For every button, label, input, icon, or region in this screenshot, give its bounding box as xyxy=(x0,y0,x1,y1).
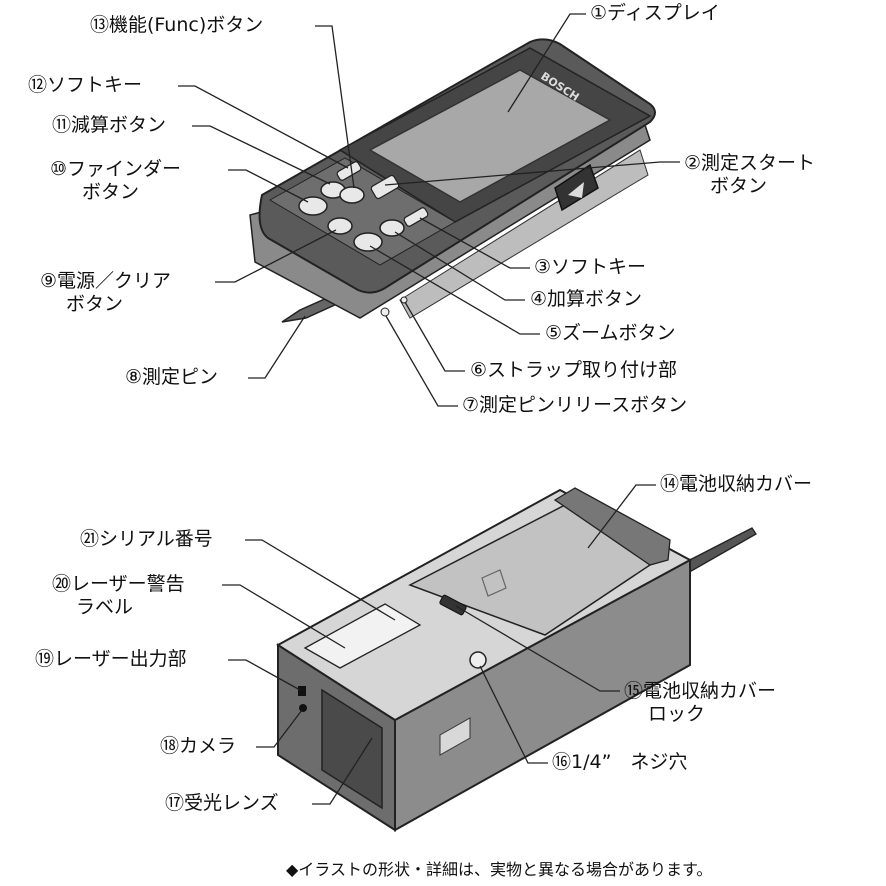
label-screw-hole: ⑯1/4” ネジ穴 xyxy=(552,751,688,773)
top-device: BOSCH xyxy=(249,38,656,323)
leader-minus xyxy=(192,125,331,185)
label-laser-warning-line2: ラベル xyxy=(76,596,134,618)
bottom-device xyxy=(276,487,757,832)
leader-pin-release xyxy=(385,315,458,407)
label-cover-lock-line2: ロック xyxy=(648,703,706,725)
battery-icon xyxy=(481,569,507,597)
leader-lens xyxy=(312,737,373,805)
cover-hinge xyxy=(553,487,671,566)
laser-warning-label-shape xyxy=(303,603,422,669)
keypad-area xyxy=(268,157,456,266)
label-pin-release: ⑦測定ピンリリースボタン xyxy=(462,394,688,416)
leader-zoom xyxy=(369,245,540,335)
label-func-button: ⑬機能(Func)ボタン xyxy=(90,14,264,36)
leader-cover-lock xyxy=(455,605,620,692)
bottom-leader-lines xyxy=(222,484,656,805)
top-leader-lines xyxy=(178,13,680,407)
label-serial-number: ㉑シリアル番号 xyxy=(80,528,213,550)
leader-laser-warning xyxy=(222,584,346,649)
label-camera: ⑱カメラ xyxy=(160,735,237,757)
bottom-pin-shape xyxy=(679,527,757,575)
power-button[interactable] xyxy=(327,217,353,235)
receiving-lens xyxy=(321,688,383,810)
label-start-button: ②測定スタート ボタン xyxy=(684,152,815,198)
label-minus-button: ⑪減算ボタン xyxy=(52,114,167,136)
label-receiving-lens: ⑰受光レンズ xyxy=(165,792,279,814)
leader-strap xyxy=(404,301,465,372)
label-finder-button: ⑩ファインダー ボタン xyxy=(50,158,181,204)
leader-camera xyxy=(256,709,303,748)
label-power-button: ⑨電源／クリア ボタン xyxy=(40,270,171,316)
label-start-line1: ②測定スタート xyxy=(684,152,816,174)
leader-finder xyxy=(228,169,309,203)
zoom-button[interactable] xyxy=(353,232,383,252)
pin-release-button[interactable] xyxy=(380,307,390,317)
label-plus-button: ④加算ボタン xyxy=(530,288,643,310)
label-finder-line1: ⑩ファインダー xyxy=(50,158,182,180)
label-softkey-left: ⑫ソフトキー xyxy=(28,74,143,96)
start-button-arrow-icon xyxy=(568,182,584,198)
leader-power xyxy=(215,229,337,283)
label-display: ①ディスプレイ xyxy=(590,2,720,24)
label-softkey-right: ③ソフトキー xyxy=(534,256,647,278)
label-power-line1: ⑨電源／クリア xyxy=(40,270,172,292)
camera-lens xyxy=(299,704,307,712)
leader-softkey-left xyxy=(178,85,349,169)
func-button[interactable] xyxy=(339,186,365,204)
display-screen xyxy=(368,69,612,203)
label-battery-cover: ⑭電池収納カバー xyxy=(660,473,813,495)
label-power-line2: ボタン xyxy=(66,293,124,315)
label-zoom-button: ⑤ズームボタン xyxy=(545,322,676,344)
plus-button[interactable] xyxy=(379,219,405,237)
side-window xyxy=(439,717,471,756)
label-strap-mount: ⑥ストラップ取り付け部 xyxy=(470,359,678,381)
leader-serial xyxy=(245,539,396,621)
disclaimer-note: ◆イラストの形状・詳細は、実物と異なる場合があります。 xyxy=(286,860,713,879)
leader-screw xyxy=(479,665,548,764)
label-cover-lock: ⑮電池収納カバー ロック xyxy=(624,680,776,726)
leader-display xyxy=(507,13,586,113)
screw-hole xyxy=(469,651,487,669)
leader-func xyxy=(315,25,355,189)
softkey-right[interactable] xyxy=(403,207,429,228)
leader-battery-cover xyxy=(587,484,656,549)
leader-plus xyxy=(394,231,525,301)
label-laser-output: ⑲レーザー出力部 xyxy=(35,648,187,670)
leader-start xyxy=(384,161,680,186)
leader-pin xyxy=(248,315,306,379)
label-start-line2: ボタン xyxy=(710,175,768,197)
laser-output xyxy=(298,686,306,696)
label-laser-warning: ⑳レーザー警告 ラベル xyxy=(52,573,185,619)
label-cover-lock-line1: ⑮電池収納カバー xyxy=(624,680,777,702)
label-measuring-pin: ⑧測定ピン xyxy=(125,366,219,388)
leader-softkey-right xyxy=(419,217,530,269)
label-finder-line2: ボタン xyxy=(82,181,140,203)
start-button[interactable] xyxy=(554,163,599,212)
leader-laser-output xyxy=(228,659,301,691)
strap-hole xyxy=(400,296,408,304)
center-key[interactable] xyxy=(370,174,400,200)
label-laser-warning-line1: ⑳レーザー警告 xyxy=(52,573,185,595)
